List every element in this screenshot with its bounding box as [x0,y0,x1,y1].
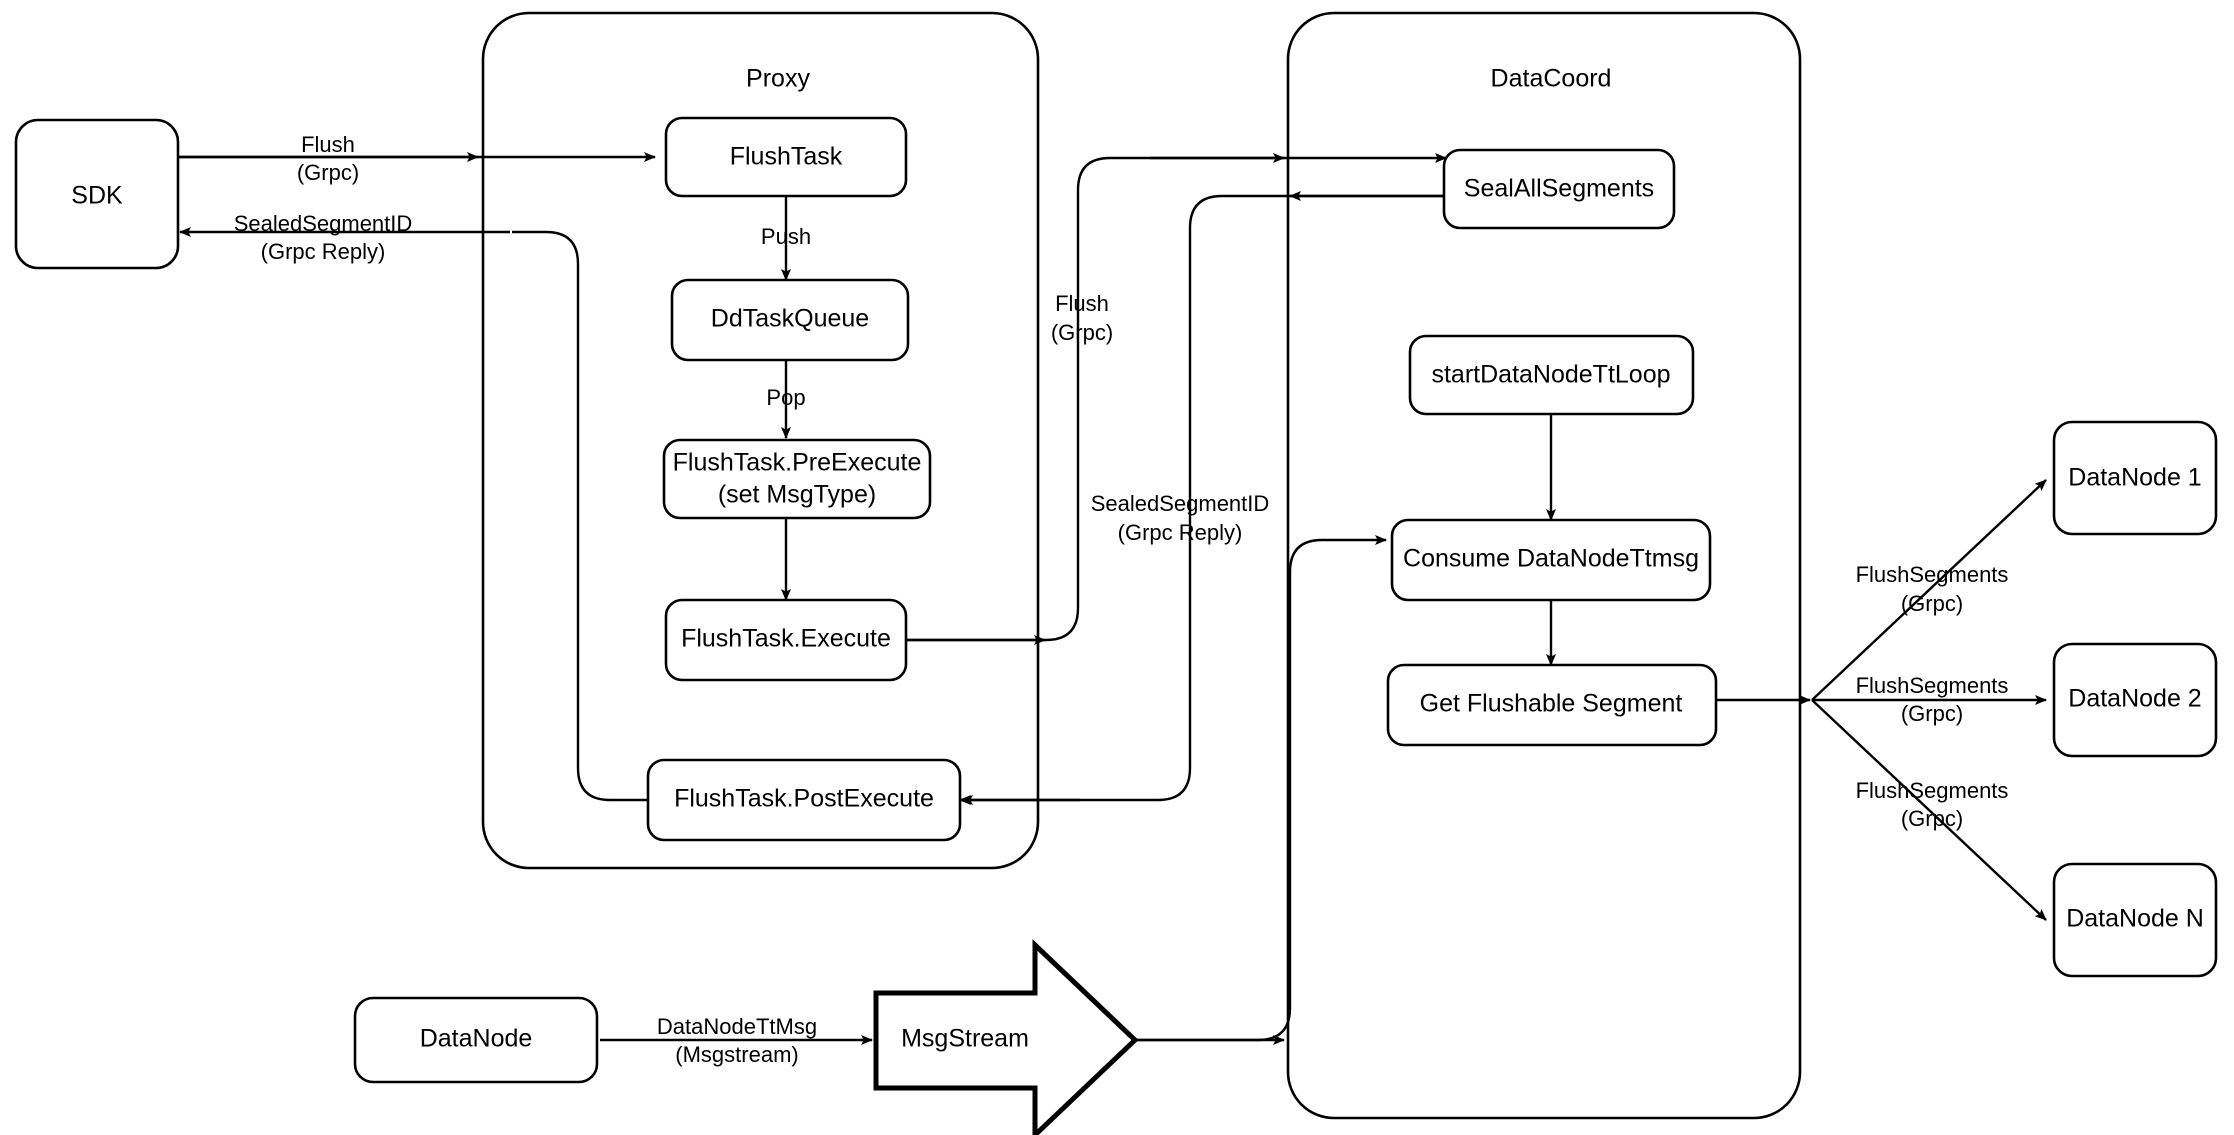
edge-label-coord-proxy-reply-line2: (Grpc Reply) [1118,520,1243,545]
node-sealallsegments-label: SealAllSegments [1464,175,1654,203]
proxy-container [481,11,1040,870]
edge-label-flushsegments-n-line1: FlushSegments [1856,778,2009,803]
node-datanode-2-label: DataNode 2 [2068,685,2201,713]
edge-msgstream-to-consume [1135,535,1387,1042]
node-get-flushable-segment-label: Get Flushable Segment [1420,690,1683,718]
node-datanode-n-label: DataNode N [2066,905,2204,933]
edge-label-sdk-flush-line1: Flush [301,132,355,157]
edge-label-datanode-ttmsg-line1: DataNodeTtMsg [657,1014,817,1039]
proxy-container-title: Proxy [746,65,810,93]
node-start-datanode-tt-loop-label: startDataNodeTtLoop [1431,361,1670,389]
edge-label-pop: Pop [766,385,805,410]
edge-label-flushsegments-2-line2: (Grpc) [1901,701,1963,726]
edge-sealallsegments-to-postexecute [961,194,1446,805]
node-start-datanode-tt-loop[interactable] [1408,334,1695,416]
edge-label-sealedsegmentid-reply-line2: (Grpc Reply) [261,239,386,264]
edge-label-datanode-ttmsg-line2: (Msgstream) [675,1042,798,1067]
node-consume-datanode-ttmsg[interactable] [1390,518,1712,602]
node-datanode-n[interactable] [2052,862,2218,978]
edge-label-sdk-flush-line2: (Grpc) [297,160,359,185]
edge-label-proxy-coord-flush-line1: Flush [1055,291,1109,316]
edge-hub-to-datanode-n [1811,699,2047,921]
edge-label-push: Push [761,224,811,249]
node-datanode-1[interactable] [2052,420,2218,536]
edge-label-proxy-coord-flush-line2: (Grpc) [1051,320,1113,345]
edge-label-coord-proxy-reply-line1: SealedSegmentID [1091,491,1270,516]
node-flushtask-preexecute-label-line1: FlushTask.PreExecute [673,449,922,477]
node-datanode-1-label: DataNode 1 [2068,464,2201,492]
node-consume-datanode-ttmsg-label: Consume DataNodeTtmsg [1403,545,1699,573]
edge-postexecute-to-sdk-reply [512,230,650,802]
node-flushtask-preexecute[interactable] [662,438,932,520]
node-sdk-label: SDK [71,182,123,210]
edge-hub-to-datanode-1 [1811,479,2047,701]
node-ddtaskqueue-label: DdTaskQueue [711,305,869,333]
edge-execute-to-sealallsegments [906,153,1447,642]
node-flushtask-postexecute[interactable] [646,758,962,842]
edge-label-sealedsegmentid-reply-line1: SealedSegmentID [234,211,413,236]
edge-label-flushsegments-2-line1: FlushSegments [1856,673,2009,698]
edge-label-flushsegments-n-line2: (Grpc) [1901,806,1963,831]
node-sdk[interactable] [14,118,180,270]
node-msgstream[interactable] [873,939,1139,1135]
edge-label-flushsegments-1-line1: FlushSegments [1856,562,2009,587]
node-flushtask-postexecute-label: FlushTask.PostExecute [674,785,934,813]
node-datanode-2[interactable] [2052,642,2218,758]
node-flushtask-execute-label: FlushTask.Execute [681,625,891,653]
node-flushtask-execute[interactable] [664,598,908,682]
edge-label-flushsegments-1-line2: (Grpc) [1901,591,1963,616]
node-flushtask-label: FlushTask [730,143,843,171]
node-msgstream-label: MsgStream [901,1025,1029,1053]
datacoord-container-title: DataCoord [1491,65,1612,93]
node-sealallsegments[interactable] [1442,148,1676,230]
node-datanode-bottom[interactable] [353,996,599,1084]
node-ddtaskqueue[interactable] [670,278,910,362]
node-flushtask-preexecute-label-line2: (set MsgType) [718,481,876,509]
node-flushtask[interactable] [664,116,908,198]
datacoord-container [1286,11,1802,1120]
node-get-flushable-segment[interactable] [1386,663,1718,747]
node-datanode-bottom-label: DataNode [420,1025,533,1053]
